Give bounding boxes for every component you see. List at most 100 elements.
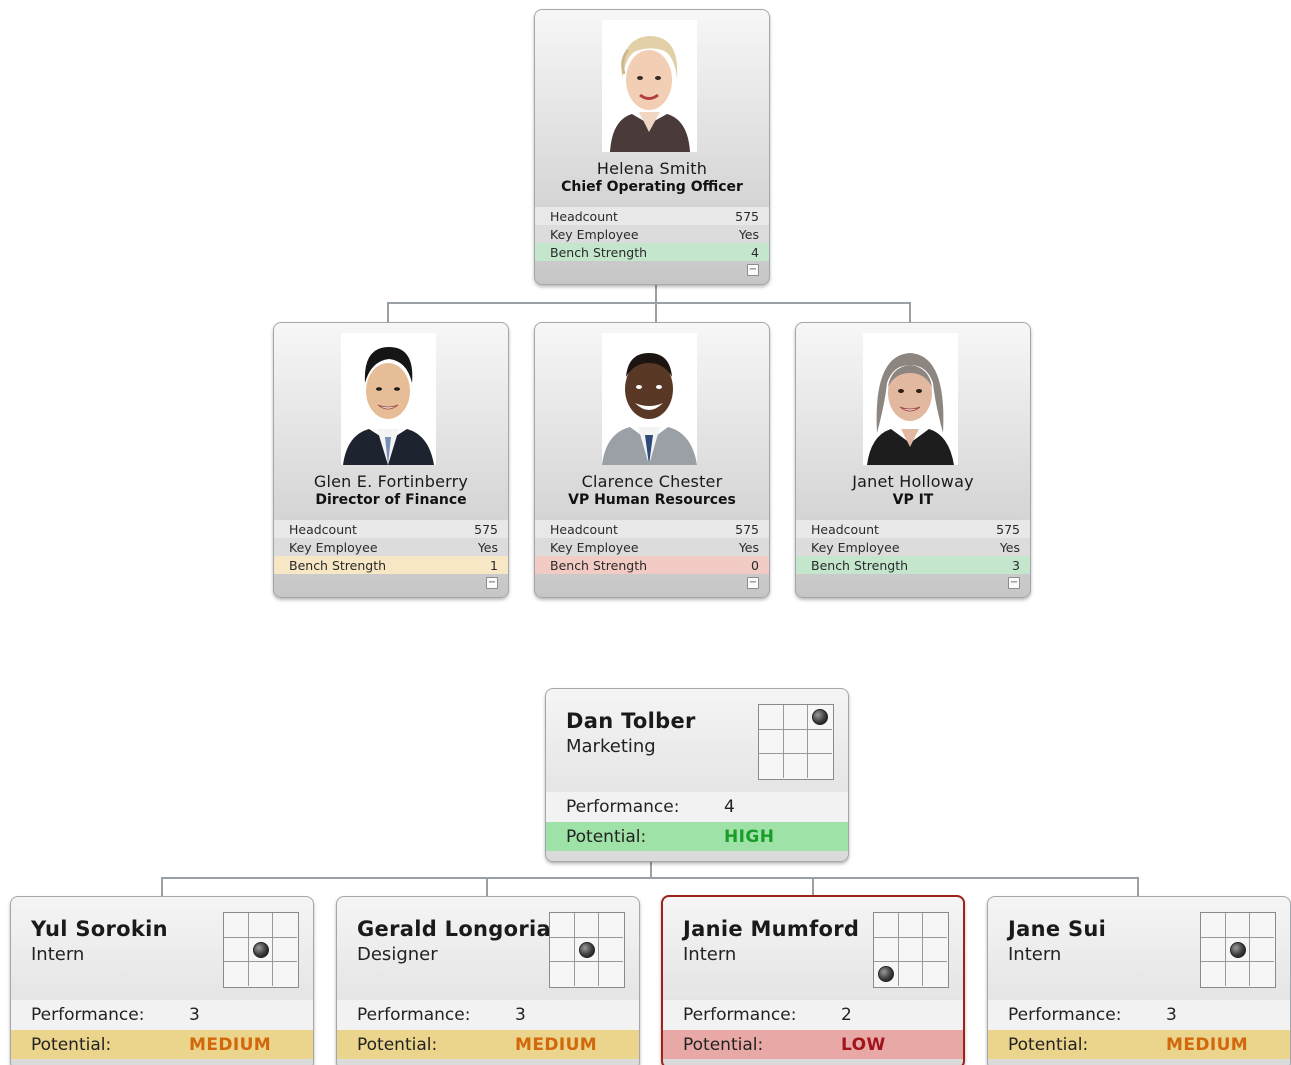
employee-name: Glen E. Fortinberry [313, 472, 469, 491]
grid-line [759, 752, 832, 755]
org-card-report[interactable]: Janet Holloway VP IT Headcount 575 Key E… [795, 322, 1031, 598]
connector-line [161, 877, 1139, 879]
employee-name: Jane Sui [1008, 917, 1107, 941]
org-card-report[interactable]: Clarence Chester VP Human Resources Head… [534, 322, 770, 598]
performance-label: Performance: [31, 1005, 145, 1025]
employee-photo [602, 20, 697, 152]
employee-role: Intern [683, 944, 737, 965]
grid-line [271, 913, 274, 986]
headcount-row: Headcount 575 [535, 207, 769, 225]
nine-box-grid-icon [1200, 912, 1276, 988]
bench-strength-label: Bench Strength [550, 557, 648, 573]
bench-strength-row: Bench Strength 3 [796, 556, 1030, 574]
collapse-icon[interactable]: − [747, 264, 759, 276]
bench-strength-label: Bench Strength [811, 557, 909, 573]
grid-line [1248, 913, 1251, 986]
nine-box-card-report[interactable]: Gerald Longoria Designer Performance: 3 … [336, 896, 640, 1065]
grid-line [247, 913, 250, 986]
nine-box-marker-icon [878, 965, 895, 982]
potential-row: Potential: MEDIUM [988, 1030, 1290, 1059]
key-employee-row: Key Employee Yes [535, 538, 769, 556]
performance-value: 3 [515, 1005, 526, 1025]
headcount-label: Headcount [811, 521, 879, 537]
key-employee-value: Yes [477, 539, 498, 555]
employee-title: VP IT [892, 492, 934, 508]
employee-name: Gerald Longoria [357, 917, 551, 941]
potential-row: Potential: LOW [663, 1030, 963, 1059]
org-card-report[interactable]: Glen E. Fortinberry Director of Finance … [273, 322, 509, 598]
nine-box-marker-icon [1229, 941, 1246, 958]
performance-value: 2 [841, 1005, 852, 1025]
connector-line [161, 877, 163, 897]
org-card-root[interactable]: Helena Smith Chief Operating Officer Hea… [534, 9, 770, 285]
nine-box-marker-icon [578, 941, 595, 958]
nine-box-card-root[interactable]: Dan Tolber Marketing Performance: 4 Pote… [545, 688, 849, 862]
headcount-value: 575 [735, 521, 759, 537]
potential-value: LOW [841, 1035, 886, 1055]
grid-line [897, 913, 900, 986]
headcount-row: Headcount 575 [274, 520, 508, 538]
employee-role: Intern [31, 944, 85, 965]
performance-label: Performance: [683, 1005, 797, 1025]
grid-line [550, 936, 623, 939]
potential-value: HIGH [724, 827, 775, 847]
bench-strength-value: 3 [1012, 557, 1020, 573]
potential-label: Potential: [1008, 1035, 1089, 1055]
performance-row: Performance: 3 [988, 1000, 1290, 1030]
collapse-icon[interactable]: − [747, 577, 759, 589]
bench-strength-row: Bench Strength 4 [535, 243, 769, 261]
key-employee-value: Yes [999, 539, 1020, 555]
potential-label: Potential: [357, 1035, 438, 1055]
performance-row: Performance: 3 [337, 1000, 639, 1030]
employee-name: Clarence Chester [581, 472, 723, 491]
connector-line [387, 302, 389, 322]
grid-line [1224, 913, 1227, 986]
nine-box-grid-icon [873, 912, 949, 988]
stats-table: Headcount 575 Key Employee Yes Bench Str… [535, 207, 769, 261]
employee-role: Marketing [566, 736, 656, 757]
nine-box-marker-icon [252, 941, 269, 958]
grid-line [1201, 936, 1274, 939]
employee-name: Dan Tolber [566, 709, 696, 733]
key-employee-value: Yes [738, 539, 759, 555]
performance-row: Performance: 3 [11, 1000, 313, 1030]
bench-strength-value: 1 [490, 557, 498, 573]
nine-box-grid-icon [549, 912, 625, 988]
nine-box-card-report[interactable]: Yul Sorokin Intern Performance: 3 Potent… [10, 896, 314, 1065]
headcount-row: Headcount 575 [796, 520, 1030, 538]
collapse-icon[interactable]: − [1008, 577, 1020, 589]
employee-photo [341, 333, 436, 465]
grid-line [573, 913, 576, 986]
connector-line [812, 877, 814, 897]
headcount-value: 575 [474, 521, 498, 537]
key-employee-label: Key Employee [550, 226, 639, 242]
potential-row: Potential: MEDIUM [11, 1030, 313, 1059]
card-header: Janie Mumford Intern [663, 897, 963, 1000]
headcount-value: 575 [735, 208, 759, 224]
connector-line [655, 302, 657, 322]
connector-line [909, 302, 911, 322]
connector-line [387, 302, 911, 304]
grid-line [782, 705, 785, 778]
key-employee-value: Yes [738, 226, 759, 242]
collapse-icon[interactable]: − [486, 577, 498, 589]
employee-name: Yul Sorokin [31, 917, 168, 941]
performance-label: Performance: [1008, 1005, 1122, 1025]
stats-table: Headcount 575 Key Employee Yes Bench Str… [535, 520, 769, 574]
performance-value: 4 [724, 797, 735, 817]
connector-line [650, 861, 652, 879]
employee-name: Janet Holloway [852, 472, 974, 491]
card-header: Gerald Longoria Designer [337, 897, 639, 1000]
connector-line [655, 285, 657, 303]
key-employee-row: Key Employee Yes [796, 538, 1030, 556]
grid-line [874, 960, 947, 963]
key-employee-label: Key Employee [550, 539, 639, 555]
bench-strength-value: 0 [751, 557, 759, 573]
nine-box-card-report[interactable]: Jane Sui Intern Performance: 3 Potential… [987, 896, 1291, 1065]
performance-value: 3 [1166, 1005, 1177, 1025]
performance-value: 3 [189, 1005, 200, 1025]
nine-box-card-report-flagged[interactable]: Janie Mumford Intern Performance: 2 Pote… [661, 895, 965, 1065]
grid-line [806, 705, 809, 778]
portrait-glen [341, 333, 436, 465]
nine-box-marker-icon [811, 709, 828, 726]
